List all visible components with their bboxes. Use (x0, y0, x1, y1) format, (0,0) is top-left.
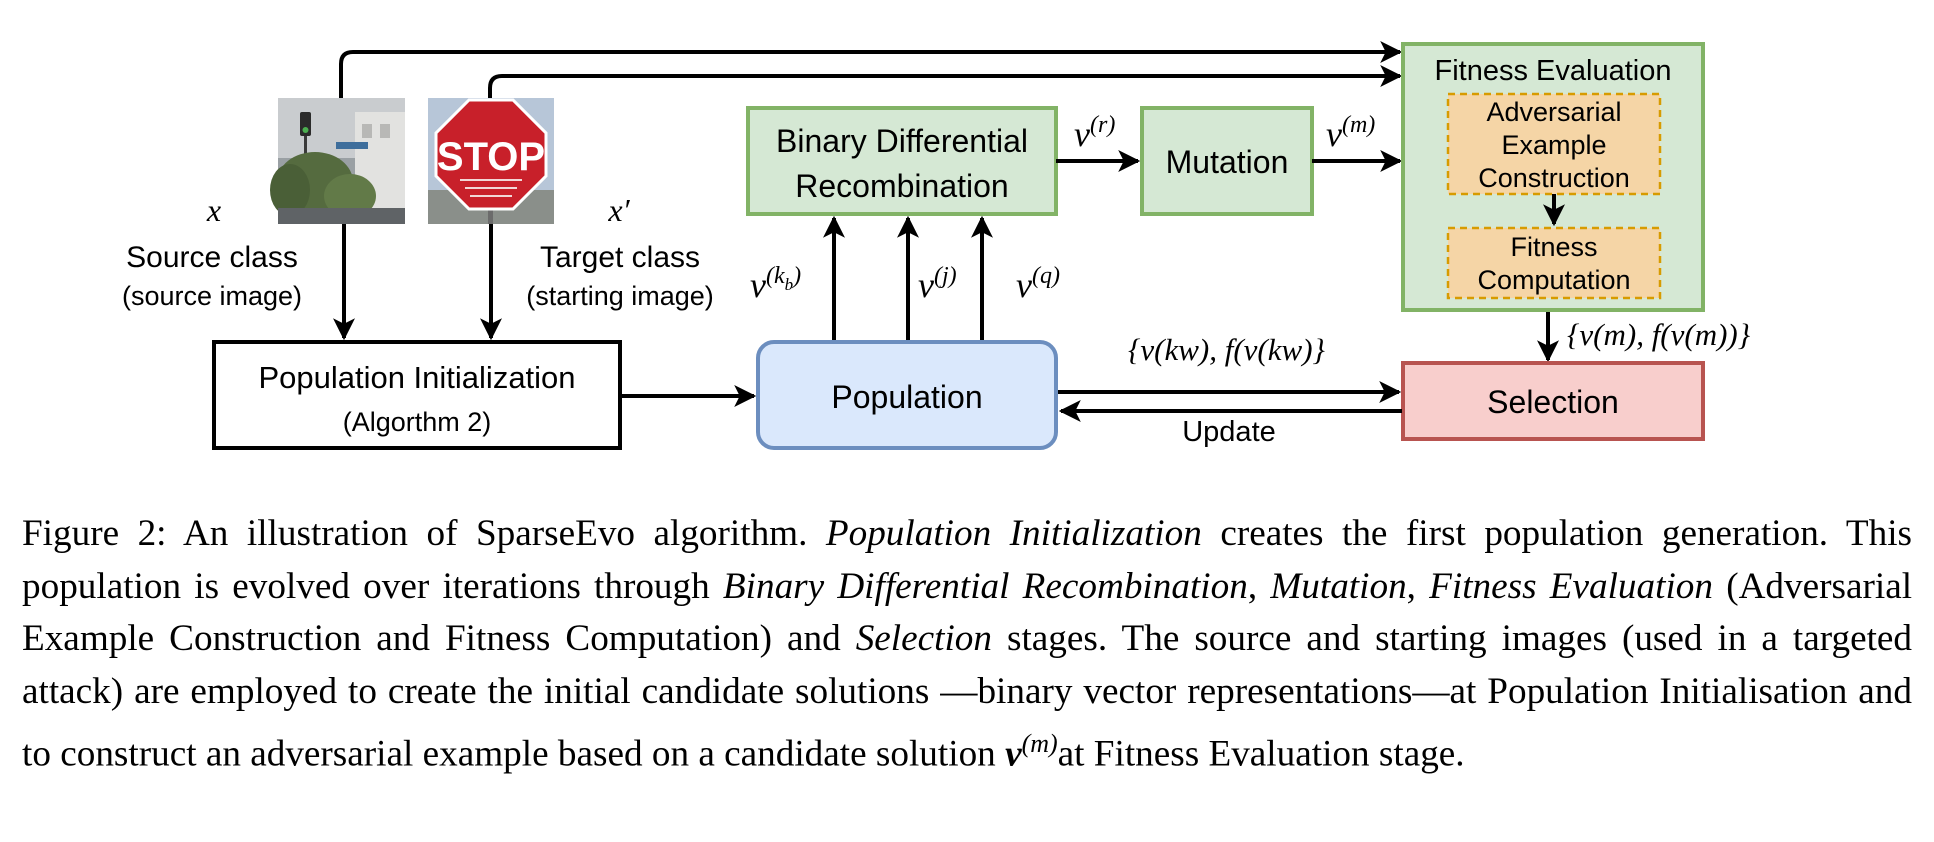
caption-vector-v: v (1005, 733, 1022, 775)
caption-term-fitness-evaluation: Fitness Evaluation (1429, 565, 1713, 607)
fitness-kw-label: {v(kw), f(v(kw)} (1128, 332, 1326, 367)
v-r-label: v(r) (1074, 112, 1115, 154)
v-q-label: v(q) (1016, 263, 1060, 305)
figure-caption: Figure 2: An illustration of SparseEvo a… (22, 513, 1913, 775)
caption-sentence-3: (Adversarial Example Construction and Fi… (22, 565, 1913, 660)
fitness-computation-line1: Fitness (1510, 232, 1597, 262)
fitness-evaluation-title: Fitness Evaluation (1435, 55, 1672, 87)
selection-block (1401, 361, 1705, 441)
caption-sentence-1: An illustration of SparseEvo algorithm. (182, 513, 808, 554)
adversarial-example-construction-block (1446, 92, 1662, 196)
v-m-label: v(m) (1326, 112, 1375, 154)
v-kb-label: v(kb) (750, 263, 801, 305)
adv-construction-line3: Construction (1478, 163, 1630, 193)
target-image: STOP (428, 98, 554, 224)
selection-label: Selection (1487, 384, 1619, 420)
caption-term-population-initialization: Population Initialization (825, 513, 1202, 554)
mutation-label: Mutation (1166, 144, 1289, 180)
population-label: Population (831, 379, 982, 415)
caption-sentence-4: stages. The source and starting images (… (22, 618, 1913, 775)
update-label: Update (1182, 416, 1276, 448)
source-to-fitness-arrow (339, 41, 1403, 100)
target-to-fitness-arrow (488, 65, 1403, 100)
source-class-label: Source class (126, 241, 298, 274)
adv-construction-line1: Adversarial (1486, 97, 1621, 127)
population-initialization-title: Population Initialization (258, 360, 575, 395)
target-class-label: Target class (540, 241, 700, 274)
binary-differential-recombination-block (746, 106, 1058, 216)
caption-sentence-2: creates the first population generation.… (22, 513, 1913, 607)
fitness-computation-block (1446, 226, 1662, 300)
caption-term-mutation: Mutation (1270, 565, 1407, 607)
fitness-computation-line2: Computation (1477, 265, 1630, 295)
caption-term-bdr: Binary Differential Recombination (722, 565, 1248, 607)
source-image (270, 98, 405, 224)
bdr-label-line1: Binary Differential (776, 123, 1028, 159)
caption-sentence-5: at Fitness Evaluation stage. (1057, 733, 1465, 775)
source-class-sublabel: (source image) (122, 281, 302, 311)
caption-term-selection: Selection (855, 618, 992, 659)
target-class-sublabel: (starting image) (526, 281, 714, 311)
caption-figure-label: Figure 2: (22, 513, 167, 554)
stop-sign-text: STOP (437, 135, 545, 179)
target-symbol: x′ (607, 192, 630, 228)
caption-vector-sup: (m) (1021, 729, 1058, 758)
source-symbol: x (206, 192, 221, 228)
adv-construction-line2: Example (1501, 130, 1606, 160)
fitness-m-label: {v(m), f(v(m))} (1567, 317, 1751, 352)
mutation-block (1140, 106, 1314, 216)
bdr-label-line2: Recombination (795, 168, 1008, 204)
population-initialization-subtitle: (Algorthm 2) (343, 407, 492, 437)
population-block (756, 340, 1058, 450)
v-j-label: v(j) (918, 263, 957, 305)
